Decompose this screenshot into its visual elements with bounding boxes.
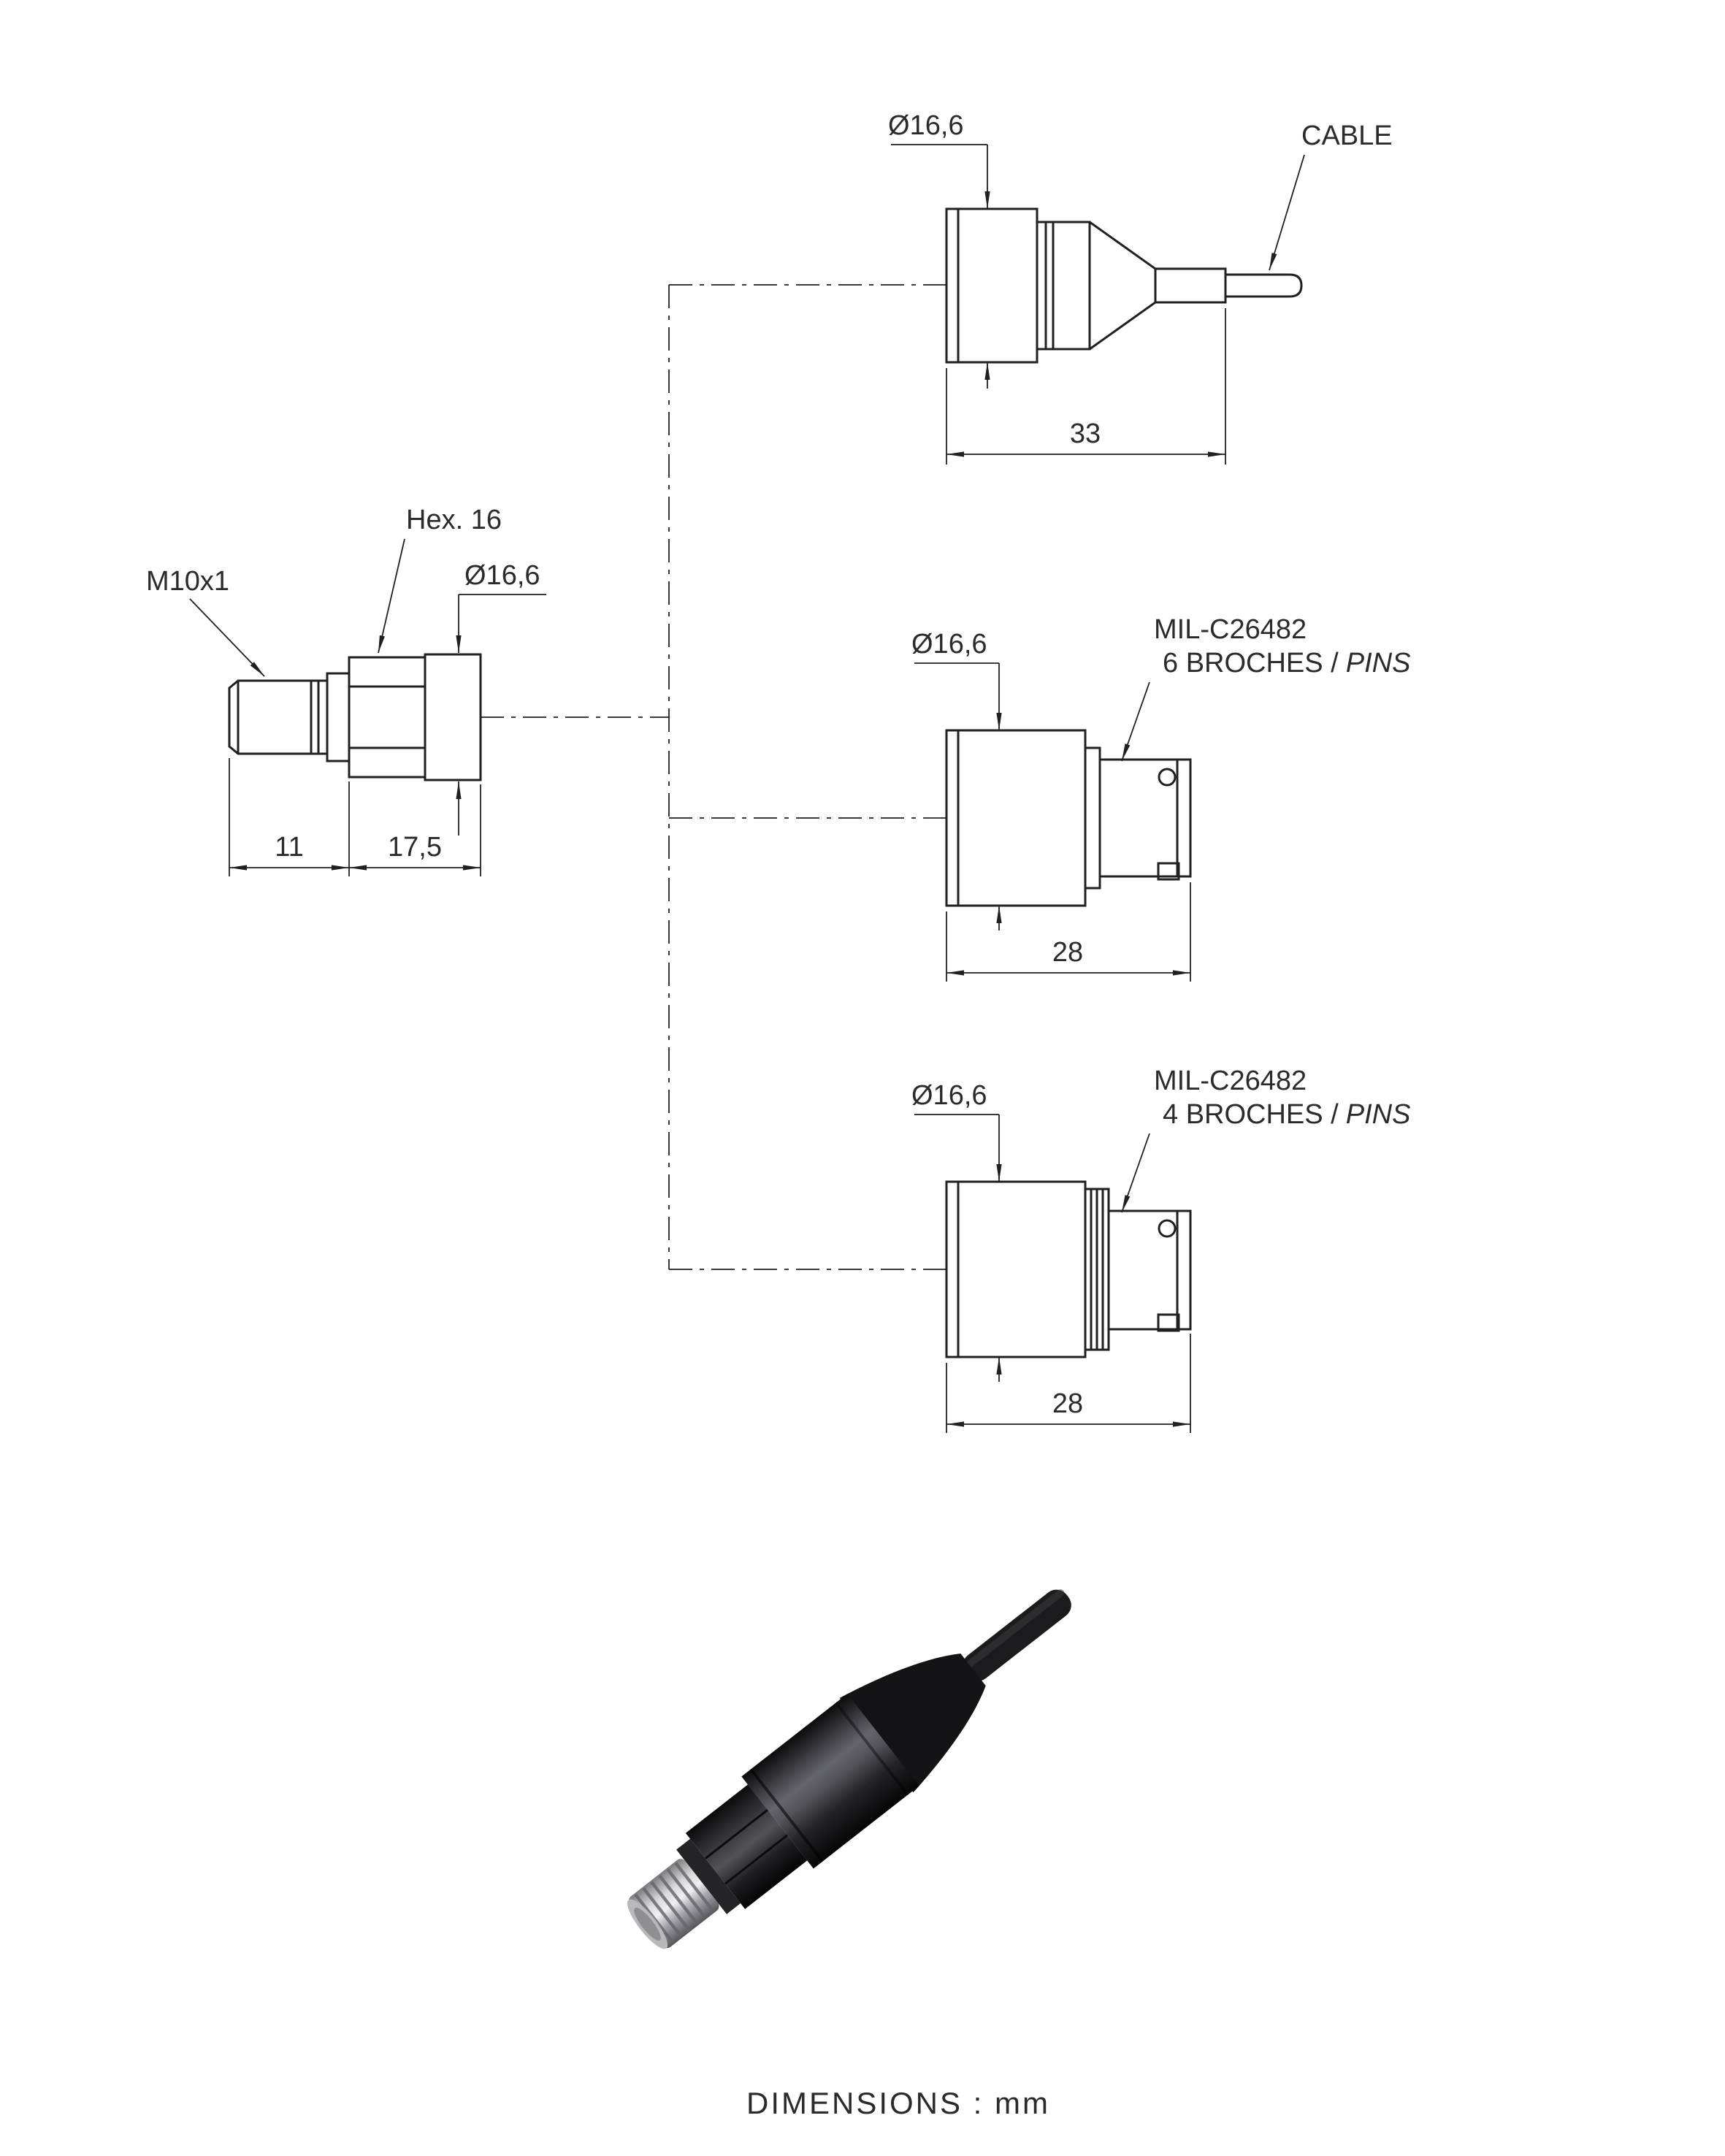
four-pin-diameter-label: Ø16,6 [911, 1080, 987, 1111]
hex16-label: Hex. 16 [406, 505, 502, 535]
photo-thread-ridges [634, 1862, 715, 1944]
photo-hex-facet-bottom [724, 1834, 789, 1885]
cable-variant-outline [945, 207, 1303, 364]
four-pin-outline [945, 1180, 1192, 1358]
sensor-outline [228, 653, 482, 781]
cable-variant-annotations [891, 144, 1305, 465]
photo-hex [685, 1784, 808, 1909]
photo-collar [676, 1838, 741, 1914]
photo-hex-facet-top [705, 1808, 768, 1859]
six-pin-variant-drawing: Ø16,6 MIL-C26482 6 BROCHES /PINS 28 [911, 614, 1410, 982]
four-pin-variant-drawing: Ø16,6 MIL-C26482 4 BROCHES /PINS 28 [911, 1066, 1410, 1433]
four-pin-pins-label: 4 BROCHES /PINS [1163, 1099, 1410, 1130]
photo-body-groove [749, 1768, 825, 1862]
photo-cable-highlight [961, 1589, 1065, 1672]
six-pin-pins-label: 6 BROCHES /PINS [1163, 648, 1410, 678]
photo-body [741, 1694, 919, 1869]
photo-cable [963, 1589, 1071, 1681]
dim-11-label: 11 [275, 832, 303, 863]
cable-variant-drawing: Ø16,6 CABLE 33 [888, 110, 1393, 465]
branch-centerlines [481, 284, 946, 1270]
m10x1-label: M10x1 [146, 566, 229, 597]
six-pin-outline [945, 729, 1192, 907]
dimensions-note: DIMENSIONS : mm [746, 2086, 1050, 2120]
four-pin-pins-word: PINS [1346, 1099, 1411, 1130]
product-photo [627, 1589, 1071, 1949]
six-pin-annotations [914, 662, 1191, 982]
four-pin-annotations [914, 1114, 1191, 1433]
sensor-diameter-label: Ø16,6 [464, 560, 540, 591]
photo-boot [839, 1654, 986, 1793]
six-pin-dim-28-label: 28 [1052, 937, 1083, 968]
dim-33-label: 33 [1070, 418, 1101, 449]
four-pin-pins-count: 4 BROCHES / [1163, 1099, 1339, 1130]
cable-label: CABLE [1301, 121, 1393, 151]
photo-body-groove2 [834, 1702, 909, 1796]
six-pin-spec-label: MIL-C26482 [1154, 614, 1307, 645]
sensor-side-view: M10x1 Hex. 16 Ø16,6 11 17,5 [146, 505, 546, 876]
dim-17-5-label: 17,5 [388, 832, 442, 863]
four-pin-spec-label: MIL-C26482 [1154, 1066, 1307, 1096]
six-pin-pins-word: PINS [1346, 648, 1411, 678]
four-pin-dim-28-label: 28 [1052, 1388, 1083, 1419]
sensor-annotations [189, 538, 546, 876]
photo-thread-tip-face [634, 1907, 661, 1941]
six-pin-diameter-label: Ø16,6 [911, 629, 987, 660]
six-pin-pins-count: 6 BROCHES / [1163, 648, 1339, 678]
cable-variant-diameter-label: Ø16,6 [888, 110, 964, 141]
